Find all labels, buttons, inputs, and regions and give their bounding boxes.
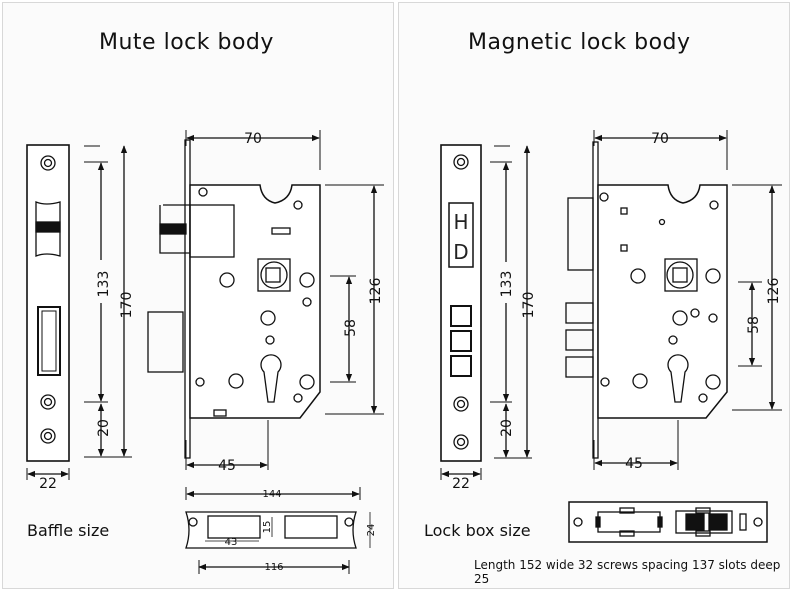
magnetic-handle-spacing: 58 [746,316,762,334]
mute-plate-width: 22 [39,476,57,492]
magnetic-body-width: 70 [651,131,669,147]
baffle-length: 144 [262,489,281,500]
magnetic-bottom-offset: 20 [499,419,515,437]
lock-box-drawing [568,501,768,543]
mute-body-height: 126 [368,278,384,305]
mute-bottom-offset: 20 [96,419,112,437]
magnetic-plate-width: 22 [452,476,470,492]
mute-plate-dimensions [26,145,132,480]
baffle-screw-spacing: 116 [264,562,283,573]
mute-dimension-labels: 22 133 170 20 70 126 58 45 [39,131,384,492]
mute-backset: 45 [218,458,236,474]
magnetic-plate-dimensions [440,145,532,480]
mute-title: Mute lock body [99,30,274,55]
mute-lock-body [147,139,321,459]
magnetic-faceplate [440,144,482,462]
magnetic-screw-spacing: 133 [499,271,515,298]
mute-handle-spacing: 58 [343,319,359,337]
lock-box-caption: Lock box size [424,521,531,540]
mute-screw-spacing: 133 [96,271,112,298]
mute-body-width: 70 [244,131,262,147]
baffle-drawing [185,487,371,574]
magnetic-lock-body [565,141,728,459]
mute-body-dimensions [185,130,384,470]
baffle-height: 24 [366,524,377,537]
lock-box-spec-note: Length 152 wide 32 screws spacing 137 sl… [474,558,781,586]
baffle-slot-height: 15 [262,521,273,534]
plate-letter-h: H [453,210,468,234]
magnetic-dimension-labels: H D 22 133 170 20 70 126 58 45 [452,131,782,492]
magnetic-backset: 45 [625,456,643,472]
magnetic-body-height: 126 [766,278,782,305]
mute-faceplate [26,144,70,462]
mute-plate-height: 170 [119,292,135,319]
magnetic-title: Magnetic lock body [468,30,691,55]
plate-letter-d: D [453,240,468,264]
baffle-slot-width: 43 [225,537,238,548]
baffle-caption: Baffle size [27,521,110,540]
magnetic-plate-height: 170 [521,292,537,319]
baffle-dimension-labels: 144 43 15 24 116 [225,489,377,573]
magnetic-body-dimensions [593,130,782,470]
